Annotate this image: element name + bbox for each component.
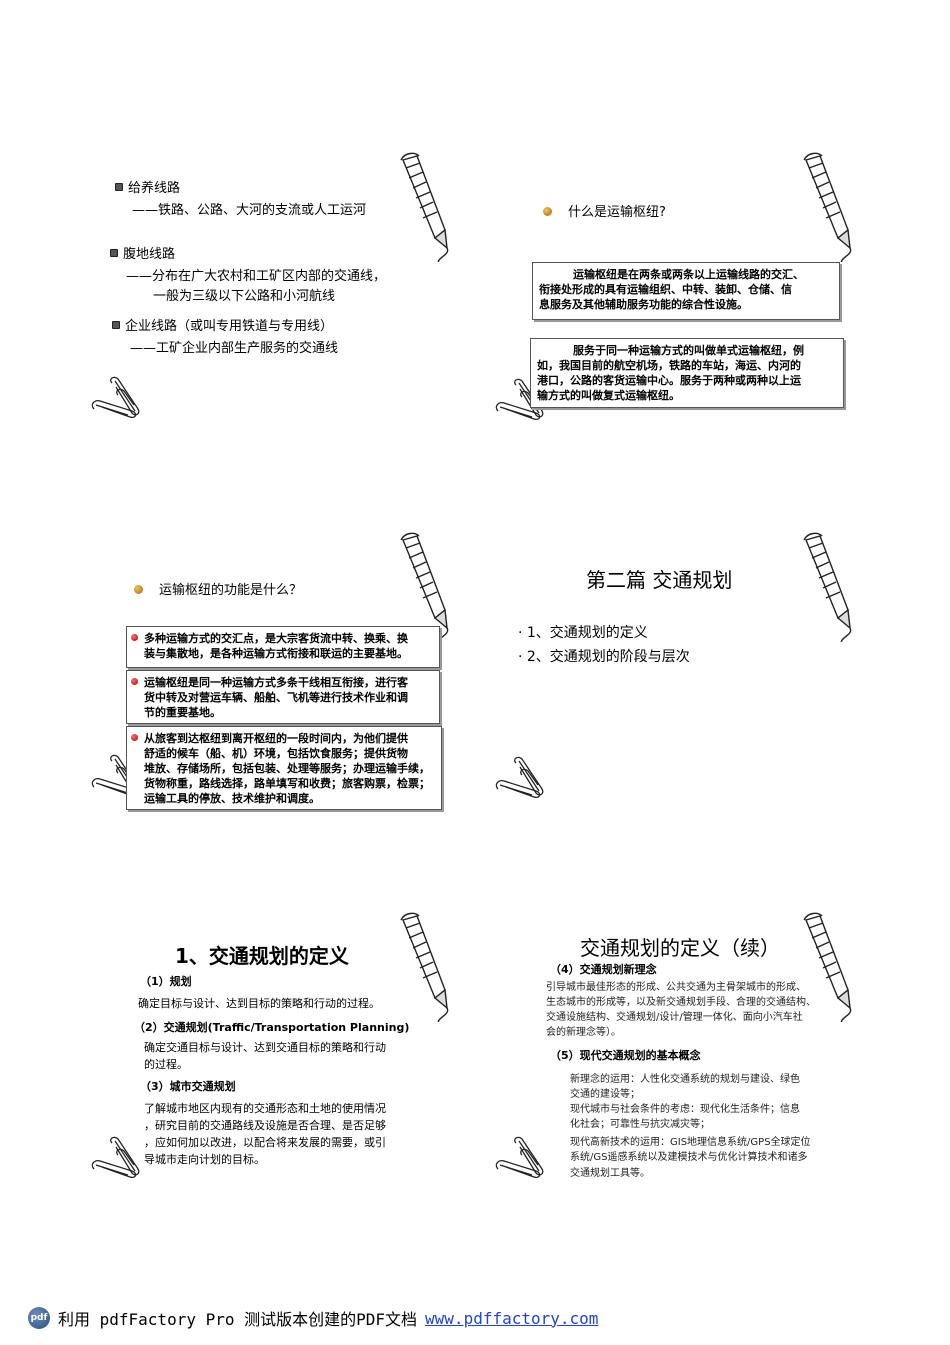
paragraph: 化社会；可靠性与抗灾减灾等；: [570, 1119, 710, 1130]
box-line: 服务于同一种运输方式的叫做单式运输枢纽，例: [573, 344, 804, 357]
square-bullet-icon: [112, 321, 120, 329]
page-title: 交通规划的定义（续）: [580, 936, 780, 960]
item-desc: ——工矿企业内部生产服务的交通线: [130, 341, 339, 356]
section-heading: （2）交通规划(Traffic/Transportation Planning): [134, 1021, 410, 1034]
page-title: 第二篇 交通规划: [586, 568, 733, 592]
slide-2: 什么是运输枢纽? 运输枢纽是在两条或两条以上运输线路的交汇、 衔接处形成的具有运…: [490, 140, 910, 440]
box-line: 装与集散地，是各种运输方式衔接和联运的主要基地。: [144, 647, 408, 660]
function-box: 从旅客到达枢纽到离开枢纽的一段时间内，为他们提供 舒适的候车（船、机）环境，包括…: [126, 726, 442, 810]
item-title: 腹地线路: [123, 247, 176, 262]
paragraph: ，应如何加以改进，以配合将来发展的需要，或引: [144, 1136, 386, 1149]
item-title: 企业线路（或叫专用铁道与专用线）: [125, 319, 334, 334]
page-title: 1、交通规划的定义: [175, 944, 349, 968]
red-bullet-icon: [131, 634, 138, 641]
round-bullet-icon: [134, 585, 143, 594]
paperclip-icon: [88, 1135, 148, 1180]
box-line: 货中转及对营运车辆、船舶、飞机等进行技术作业和调: [144, 691, 408, 704]
paragraph: 交通设施结构、交通规划/设计/管理一体化、面向小汽车社: [546, 1012, 803, 1023]
function-box: 多种运输方式的交汇点，是大宗客货流中转、换乘、换 装与集散地，是各种运输方式衔接…: [126, 626, 440, 668]
section-heading: （1）规划: [140, 975, 192, 988]
list-item: · 1、交通规划的定义: [518, 625, 648, 641]
slide-3: 运输枢纽的功能是什么？ 多种运输方式的交汇点，是大宗客货流中转、换乘、换 装与集…: [60, 520, 480, 820]
slide-4: 第二篇 交通规划 · 1、交通规划的定义 · 2、交通规划的阶段与层次: [490, 520, 910, 820]
footer-link[interactable]: www.pdffactory.com: [425, 1308, 599, 1328]
definition-box: 服务于同一种运输方式的叫做单式运输枢纽，例 如，我国目前的航空机场，铁路的车站，…: [530, 338, 844, 408]
paragraph: 生态城市的形成等，以及新交通规划手段、合理的交通结构、: [546, 997, 816, 1008]
box-line: 货物称重，路线选择，路单填写和收费；旅客购票，检票；: [144, 777, 430, 790]
box-line: 如，我国目前的航空机场，铁路的车站，海运、内河的: [537, 359, 801, 372]
paperclip-icon: [492, 1135, 552, 1180]
paragraph: 的过程。: [144, 1058, 188, 1071]
square-bullet-icon: [115, 183, 123, 191]
paragraph: 新理念的运用：人性化交通系统的规划与建设、绿色: [570, 1074, 800, 1085]
box-line: 运输枢纽是同一种运输方式多条干线相互衔接，进行客: [131, 675, 439, 690]
slide-1: 给养线路 ——铁路、公路、大河的支流或人工运河 腹地线路 ——分布在广大农村和工…: [60, 140, 480, 440]
paragraph: ，研究目前的交通路线及设施是否合理、是否足够: [144, 1119, 386, 1132]
paragraph: 交通的建设等；: [570, 1089, 640, 1100]
box-line: 输方式的叫做复式运输枢纽。: [537, 389, 680, 402]
paperclip-icon: [492, 755, 552, 800]
list-item: 给养线路: [115, 180, 180, 198]
item-desc: ——分布在广大农村和工矿区内部的交通线，: [126, 269, 387, 284]
paragraph: 了解城市地区内现有的交通形态和土地的使用情况: [144, 1102, 386, 1115]
red-bullet-icon: [131, 734, 138, 741]
list-item: 企业线路（或叫专用铁道与专用线）: [112, 318, 333, 336]
paragraph: 现代城市与社会条件的考虑：现代化生活条件；信息: [570, 1104, 800, 1115]
paragraph: 现代高新技术的运用：GIS地理信息系统/GPS全球定位: [570, 1137, 811, 1148]
item-title: 给养线路: [128, 181, 181, 196]
box-line: 多种运输方式的交汇点，是大宗客货流中转、换乘、换: [131, 631, 439, 646]
box-line: 港口，公路的客货运输中心。服务于两种或两种以上运: [537, 374, 801, 387]
box-line: 衔接处形成的具有运输组织、中转、装卸、仓储、信: [539, 283, 792, 296]
list-item: 腹地线路: [110, 246, 175, 264]
slide-5: 1、交通规划的定义 （1）规划 确定目标与设计、达到目标的策略和行动的过程。 （…: [60, 900, 480, 1200]
box-line: 运输枢纽是在两条或两条以上运输线路的交汇、: [573, 268, 804, 281]
box-line: 堆放、存储场所，包括包装、处理等服务；办理运输手续，: [144, 762, 430, 775]
list-item: · 2、交通规划的阶段与层次: [518, 649, 690, 665]
paragraph: 导城市走向计划的目标。: [144, 1153, 265, 1166]
slide-6: 交通规划的定义（续） （4）交通规划新理念 引导城市最佳形态的形成、公共交通为主…: [490, 900, 910, 1200]
definition-box: 运输枢纽是在两条或两条以上运输线路的交汇、 衔接处形成的具有运输组织、中转、装卸…: [532, 262, 840, 320]
box-line: 运输工具的停放、技术维护和调度。: [144, 792, 320, 805]
paragraph: 确定交通目标与设计、达到交通目标的策略和行动: [144, 1041, 386, 1054]
box-line: 节的重要基地。: [144, 706, 221, 719]
pencil-icon: [395, 912, 455, 1022]
box-line: 从旅客到达枢纽到离开枢纽的一段时间内，为他们提供: [131, 731, 441, 746]
pencil-icon: [798, 532, 858, 642]
paragraph: 确定目标与设计、达到目标的策略和行动的过程。: [138, 997, 380, 1010]
pdf-logo-icon: pdf: [28, 1307, 50, 1329]
paragraph: 会的新理念等）。: [546, 1027, 621, 1038]
paperclip-icon: [88, 375, 148, 420]
section-heading: （4）交通规划新理念: [550, 963, 657, 976]
box-line: 息服务及其他辅助服务功能的综合性设施。: [539, 298, 748, 311]
footer-text: 利用 pdfFactory Pro 测试版本创建的PDF文档: [58, 1310, 418, 1329]
box-line: 舒适的候车（船、机）环境，包括饮食服务；提供货物: [144, 747, 408, 760]
section-heading: （5）现代交通规划的基本概念: [550, 1049, 701, 1062]
item-desc: ——铁路、公路、大河的支流或人工运河: [132, 203, 367, 218]
pencil-icon: [798, 152, 858, 262]
function-box: 运输枢纽是同一种运输方式多条干线相互衔接，进行客 货中转及对营运车辆、船舶、飞机…: [126, 670, 440, 724]
question-heading: 什么是运输枢纽?: [543, 204, 666, 222]
pdf-footer: pdf 利用 pdfFactory Pro 测试版本创建的PDF文档 www.p…: [28, 1303, 598, 1333]
paragraph: 系统/GS遥感系统以及建模技术与优化计算技术和诸多: [570, 1152, 808, 1163]
question-heading: 运输枢纽的功能是什么？: [134, 582, 302, 600]
pencil-icon: [395, 152, 455, 262]
red-bullet-icon: [131, 678, 138, 685]
item-desc: 一般为三级以下公路和小河航线: [153, 289, 336, 304]
paragraph: 交通规划工具等。: [570, 1168, 650, 1179]
round-bullet-icon: [543, 207, 552, 216]
square-bullet-icon: [110, 249, 118, 257]
paragraph: 引导城市最佳形态的形成、公共交通为主骨架城市的形成、: [546, 982, 806, 993]
section-heading: （3）城市交通规划: [140, 1080, 236, 1093]
